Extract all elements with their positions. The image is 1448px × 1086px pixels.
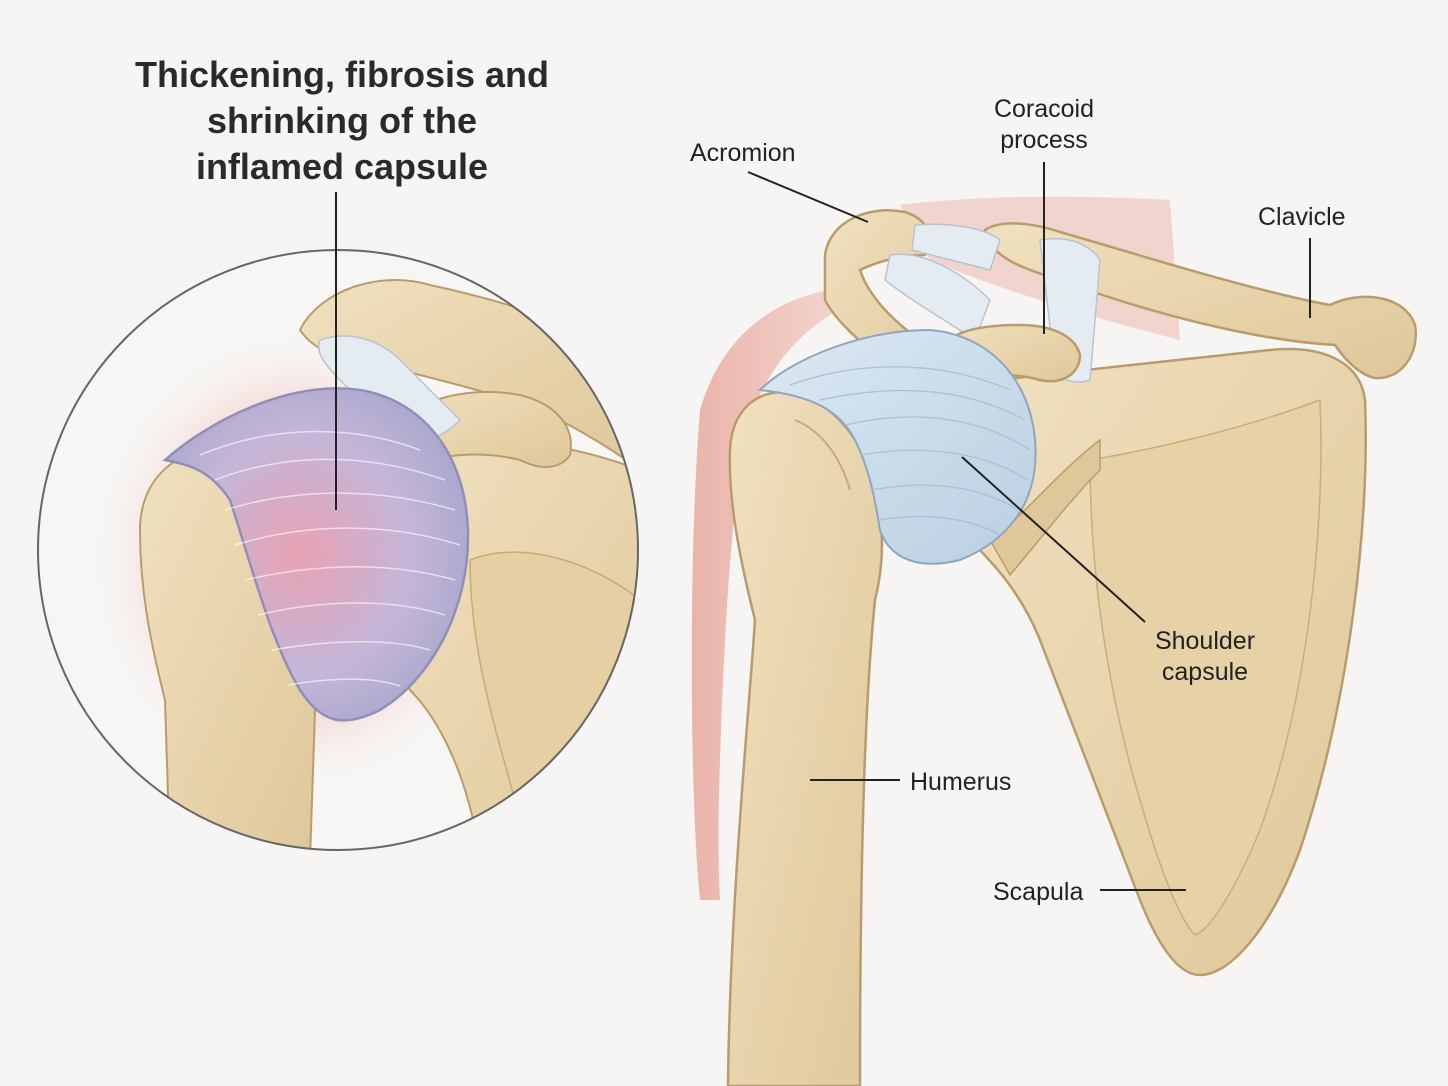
detail-circle xyxy=(38,250,638,850)
acromion-label: Acromion xyxy=(690,139,796,167)
acromioclavicular-ligament xyxy=(911,223,1001,271)
leader-acromion xyxy=(747,171,869,223)
shoulder-capsule-label-line-1: Shoulder xyxy=(1154,627,1256,655)
coracoid-label-line-1: Coracoid xyxy=(993,95,1095,123)
title-line-3: inflamed capsule xyxy=(195,146,489,187)
shoulder-capsule-label: Shoulder capsule xyxy=(1146,626,1264,688)
scapula-label: Scapula xyxy=(993,878,1084,906)
title-line-1: Thickening, fibrosis and xyxy=(134,54,550,95)
humerus-label: Humerus xyxy=(910,768,1012,796)
leader-lines xyxy=(335,162,1311,891)
leader-shoulder-capsule xyxy=(961,456,1146,623)
shoulder-capsule-label-line-2: capsule xyxy=(1161,658,1249,686)
detail-title: Thickening, fibrosis and shrinking of th… xyxy=(112,52,572,190)
detail-circle-border xyxy=(37,249,639,851)
humerus-bone xyxy=(726,390,884,1086)
clavicle-label: Clavicle xyxy=(1258,203,1346,231)
coracoid-label: Coracoid process xyxy=(982,94,1106,156)
shoulder-capsule xyxy=(757,328,1037,565)
title-line-2: shrinking of the xyxy=(207,100,477,141)
coracoid-label-line-2: process xyxy=(1000,126,1088,154)
